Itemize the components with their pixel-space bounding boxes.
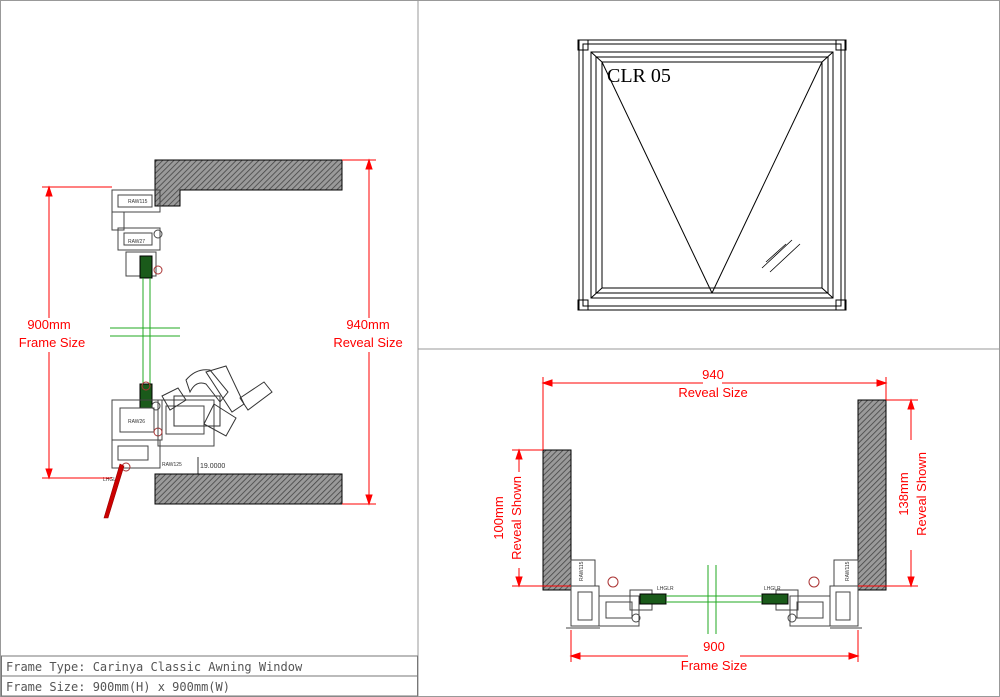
plan-profile-code-right: RAW115 — [845, 561, 851, 581]
glass-indicator — [761, 239, 801, 273]
window-elevation — [577, 39, 847, 311]
bottom-dim-value: 900 — [703, 639, 725, 654]
head-reveal — [154, 159, 343, 207]
right-dim-label: Reveal Shown — [914, 452, 929, 536]
reveal-size-label: Reveal Size — [333, 335, 402, 350]
title-block — [1, 655, 418, 697]
frame-size-value: 900mm — [27, 317, 70, 332]
reveal-size-top-dimension — [541, 377, 888, 450]
top-dim-value: 940 — [702, 367, 724, 382]
offset-dimension — [185, 457, 218, 475]
sill-reveal — [154, 473, 343, 505]
horizontal-section-view: RAW115 LHGLR RAW115 LHGLR — [491, 367, 929, 673]
left-jamb-profile — [566, 559, 667, 629]
right-jamb-profile — [761, 559, 862, 629]
head-frame-profile — [111, 189, 163, 279]
right-reveal-dimension — [858, 398, 918, 588]
title-frame-type: Frame Type: Carinya Classic Awning Windo… — [6, 660, 303, 674]
vertical-section-view: RAW115 RAW27 RAW26 RAW125 LHGLR — [19, 158, 403, 519]
plan-profile-code-2: LHGLR — [764, 586, 781, 592]
profile-code-head-1: RAW115 — [128, 199, 148, 205]
bottom-dim-label: Frame Size — [681, 658, 747, 673]
left-reveal — [542, 449, 572, 591]
offset-value: 19.0000 — [200, 463, 225, 470]
profile-code-sill-2: RAW125 — [162, 462, 182, 468]
top-dim-label: Reveal Size — [678, 385, 747, 400]
left-dim-value: 100mm — [491, 496, 506, 539]
frame-size-label: Frame Size — [19, 335, 85, 350]
plan-glass-pane — [666, 565, 762, 634]
winder-handle — [161, 365, 273, 437]
glass-pane — [110, 278, 180, 384]
left-dim-label: Reveal Shown — [509, 476, 524, 560]
plan-profile-code-1: LHGLR — [657, 586, 674, 592]
sill-frame-profile — [111, 381, 215, 472]
left-reveal-dimension — [512, 448, 571, 588]
title-frame-size: Frame Size: 900mm(H) x 900mm(W) — [6, 680, 230, 694]
frame-size-dimension — [42, 185, 112, 480]
plan-profile-code-left: RAW115 — [579, 561, 585, 581]
profile-code-sill-1: RAW26 — [128, 419, 145, 425]
window-tag: CLR 05 — [607, 65, 671, 87]
right-dim-value: 138mm — [896, 472, 911, 515]
frame-size-bottom-dimension — [569, 630, 860, 662]
sill-lip — [103, 463, 125, 519]
profile-code-head-2: RAW27 — [128, 239, 145, 245]
reveal-size-value: 940mm — [346, 317, 389, 332]
right-reveal — [857, 399, 887, 591]
reveal-size-dimension — [342, 158, 376, 506]
profile-code-sill-3: LHGLR — [103, 477, 120, 483]
